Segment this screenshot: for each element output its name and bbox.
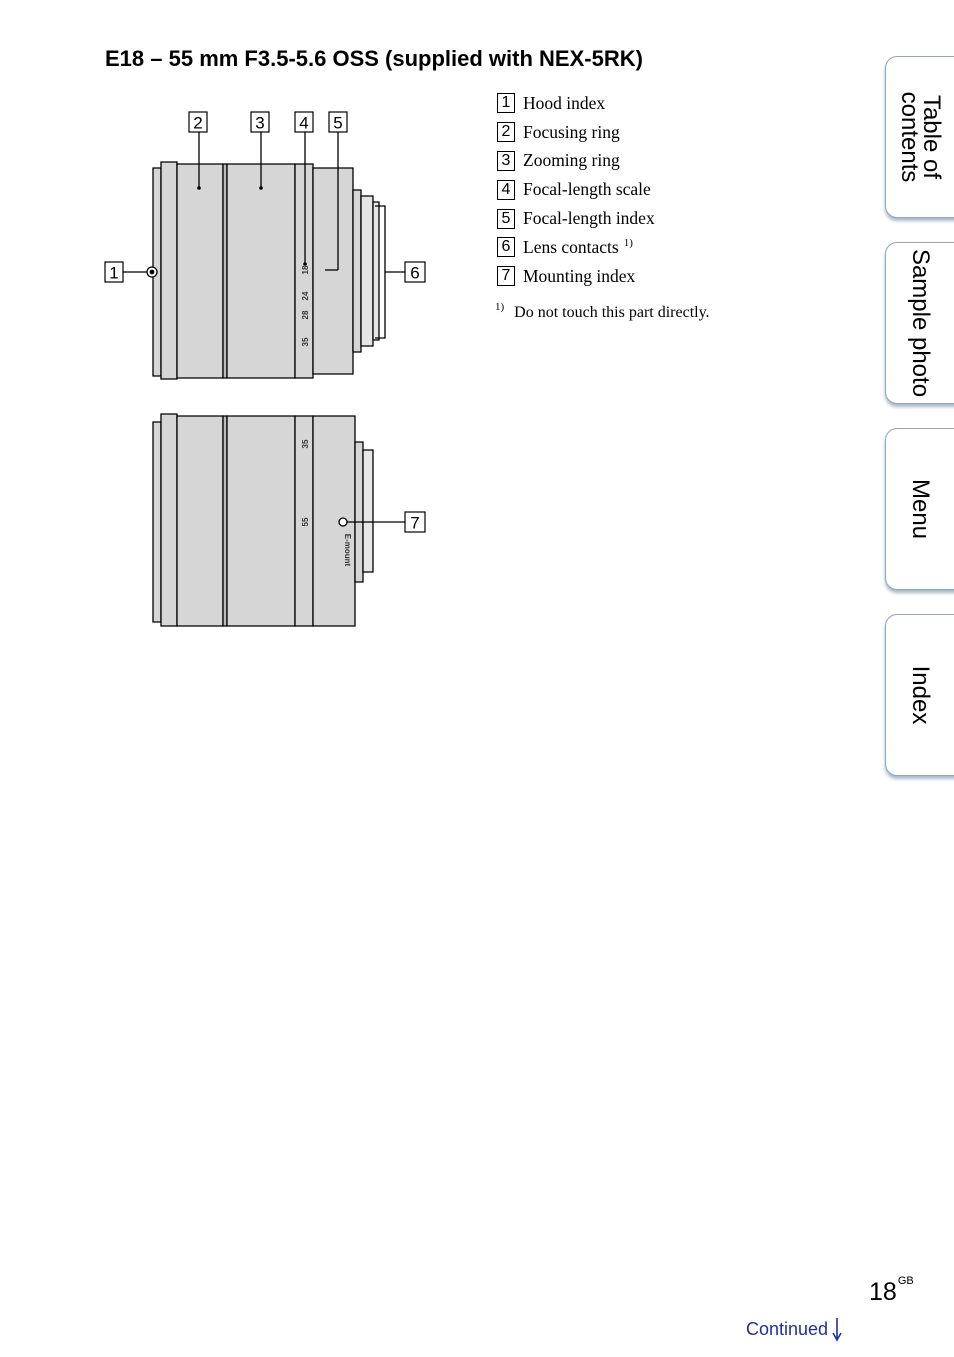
part-number: 1 bbox=[497, 93, 515, 114]
part-label: Focusing ring bbox=[523, 121, 620, 142]
footnote-text: Do not touch this part directly. bbox=[514, 304, 710, 321]
callout-1: 1 bbox=[109, 264, 118, 283]
part-item: 5 Focal-length index bbox=[497, 204, 655, 233]
part-label: Hood index bbox=[523, 92, 606, 113]
tab-label: Sample photo bbox=[907, 248, 934, 398]
section-heading: E18 – 55 mm F3.5-5.6 OSS (supplied with … bbox=[105, 46, 643, 71]
tab-label: Menu bbox=[907, 478, 934, 540]
mount-label: E-mount bbox=[343, 534, 352, 567]
callout-4: 4 bbox=[299, 114, 308, 133]
part-label: Lens contacts bbox=[523, 236, 619, 257]
part-item: 4 Focal-length scale bbox=[497, 175, 655, 204]
scale-mark: 35 bbox=[301, 337, 310, 346]
part-label: Focal-length scale bbox=[523, 179, 651, 200]
continued-label: Continued bbox=[746, 1318, 829, 1339]
part-item: 1 Hood index bbox=[497, 89, 655, 118]
scale-mark: 24 bbox=[301, 291, 310, 300]
callout-2: 2 bbox=[193, 114, 202, 133]
callout-7: 7 bbox=[410, 514, 419, 533]
page-number-value: 18 bbox=[869, 1278, 897, 1306]
part-number: 7 bbox=[497, 266, 515, 287]
callout-3: 3 bbox=[255, 114, 264, 133]
part-number: 5 bbox=[497, 208, 515, 229]
part-item: 6 Lens contacts 1) bbox=[497, 233, 655, 262]
part-label: Zooming ring bbox=[523, 150, 620, 171]
parts-list: 1 Hood index 2 Focusing ring 3 Zooming ring… bbox=[497, 89, 655, 291]
continued-link[interactable]: Continued bbox=[746, 1316, 843, 1342]
footnote: 1) Do not touch this part directly. bbox=[495, 301, 710, 322]
part-label: Mounting index bbox=[523, 265, 636, 286]
part-item: 3 Zooming ring bbox=[497, 147, 655, 176]
page-number-suffix: GB bbox=[897, 1275, 914, 1287]
tab-sample-photo[interactable]: Sample photo bbox=[885, 242, 954, 404]
part-item: 7 Mounting index bbox=[497, 262, 655, 291]
part-number: 4 bbox=[497, 179, 515, 200]
tab-index[interactable]: Index bbox=[885, 614, 954, 776]
part-number: 6 bbox=[497, 237, 515, 258]
footnote-mark: 1) bbox=[495, 301, 505, 313]
arrow-down-icon bbox=[832, 1318, 842, 1342]
part-number: 2 bbox=[497, 122, 515, 143]
tab-label: Index bbox=[907, 665, 934, 725]
lens-diagram: 2 3 4 5 1 6 7 18 24 28 35 35 55 E-mount bbox=[104, 111, 426, 627]
footnote-ref: 1) bbox=[623, 237, 633, 250]
part-item: 2 Focusing ring bbox=[497, 118, 655, 147]
page-number: 18GB bbox=[869, 1275, 914, 1307]
scale-mark: 18 bbox=[301, 265, 310, 274]
scale-mark: 28 bbox=[301, 310, 310, 319]
scale-mark: 35 bbox=[301, 439, 310, 448]
callout-6: 6 bbox=[410, 264, 419, 283]
part-label: Focal-length index bbox=[523, 208, 655, 229]
tab-menu[interactable]: Menu bbox=[885, 428, 954, 590]
scale-mark: 55 bbox=[301, 517, 310, 526]
part-number: 3 bbox=[497, 150, 515, 171]
callout-5: 5 bbox=[333, 114, 342, 133]
